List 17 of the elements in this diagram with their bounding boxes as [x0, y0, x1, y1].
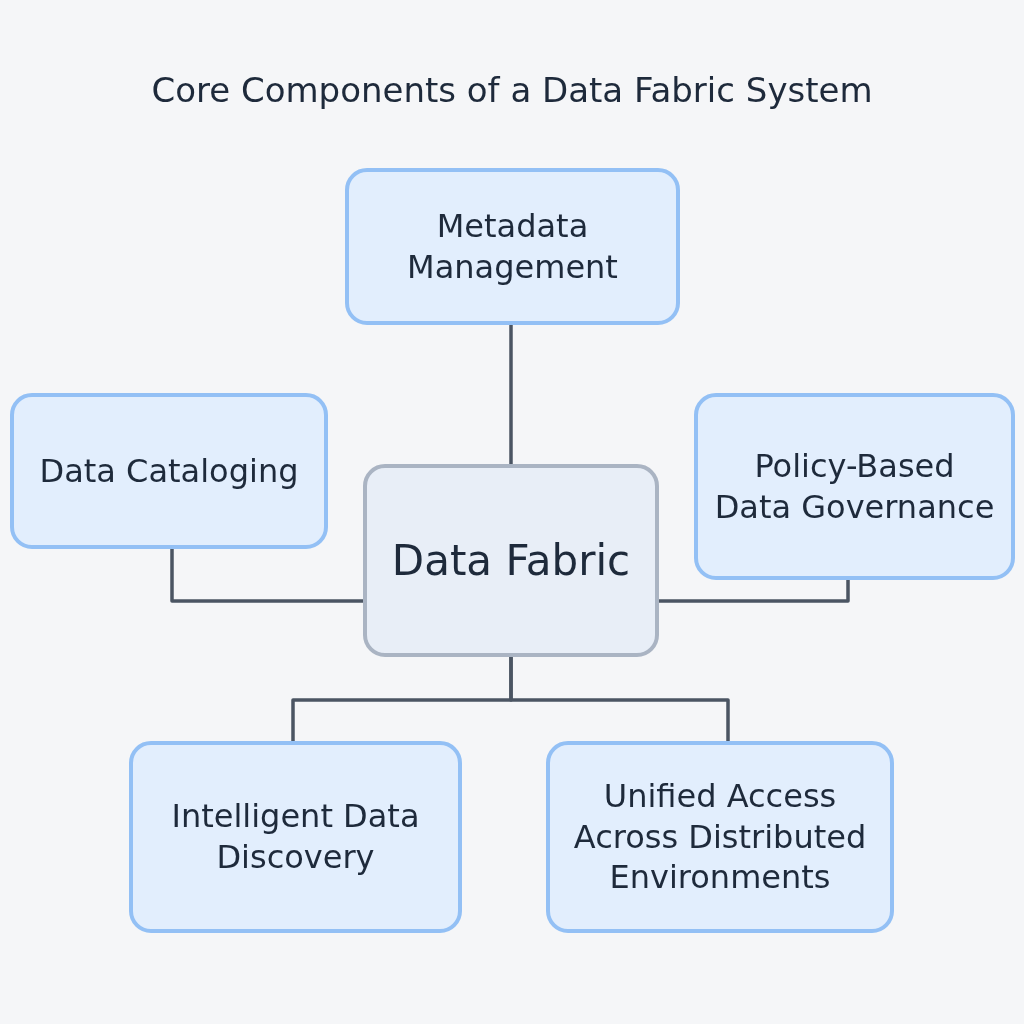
component-box	[694, 393, 1015, 580]
component-box	[10, 393, 328, 549]
central-box	[363, 464, 659, 657]
component-box	[345, 168, 680, 325]
connector-line	[509, 657, 730, 741]
node-label: Metadata Management	[406, 205, 619, 288]
connector-line	[170, 549, 363, 603]
diagram-title: Core Components of a Data Fabric System	[150, 70, 874, 110]
connector-line	[509, 325, 513, 464]
node-label: Data Fabric	[391, 534, 631, 587]
node-label: Policy-Based Data Governance	[713, 445, 996, 528]
node-label: Unified Access Across Distributed Environments	[572, 776, 868, 898]
node-label: Intelligent Data Discovery	[170, 796, 421, 878]
connector-line	[659, 580, 850, 603]
component-box	[546, 741, 894, 933]
component-box	[129, 741, 462, 933]
node-label: Data Cataloging	[39, 450, 299, 492]
